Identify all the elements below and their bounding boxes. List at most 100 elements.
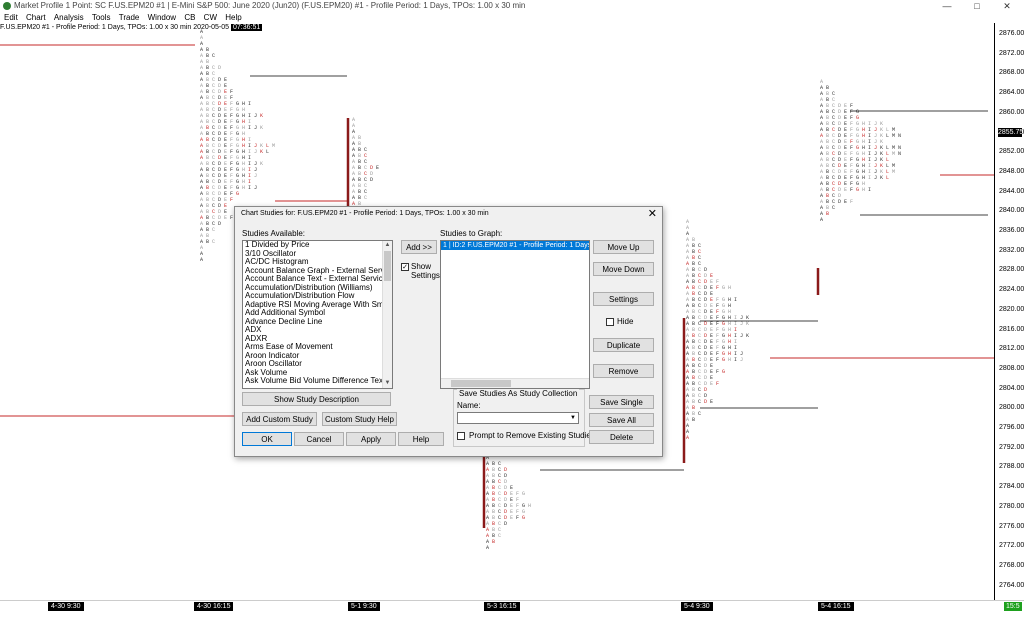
tpo-letter: K: [880, 145, 883, 151]
help-button[interactable]: Help: [398, 432, 444, 446]
apply-button[interactable]: Apply: [346, 432, 396, 446]
tpo-letter: H: [242, 173, 245, 179]
tpo-letter: A: [486, 467, 489, 473]
save-all-button[interactable]: Save All: [589, 413, 654, 427]
study-list-item[interactable]: Account Balance Text - External Service: [245, 274, 388, 283]
studies-to-graph-item-selected[interactable]: 1 | ID:2 F.US.EPM20 #1 - Profile Period:…: [441, 241, 590, 250]
minimize-button[interactable]: —: [942, 1, 952, 11]
tpo-letter: A: [486, 479, 489, 485]
delete-button[interactable]: Delete: [589, 430, 654, 444]
tpo-letter: B: [206, 215, 209, 221]
tpo-letter: B: [692, 405, 695, 411]
study-list-item[interactable]: Adaptive RSI Moving Average With Smoothi…: [245, 299, 392, 309]
tpo-letter: C: [698, 399, 701, 405]
hscroll-thumb[interactable]: [451, 380, 511, 387]
close-window-button[interactable]: ✕: [1003, 1, 1011, 11]
tpo-letter: H: [728, 339, 731, 345]
tpo-letter: F: [716, 333, 719, 339]
tpo-letter: H: [242, 143, 245, 149]
study-list-item[interactable]: Advance Decline Line: [245, 316, 323, 326]
tpo-letter: C: [212, 167, 215, 173]
maximize-button[interactable]: □: [974, 1, 980, 11]
tpo-letter: D: [838, 169, 841, 175]
tpo-letter: K: [880, 169, 883, 175]
tpo-letter: D: [218, 167, 221, 173]
study-list-item[interactable]: Ask Volume: [245, 367, 288, 377]
menu-chart[interactable]: Chart: [26, 13, 46, 22]
studies-to-graph-list[interactable]: 1 | ID:2 F.US.EPM20 #1 - Profile Period:…: [440, 240, 590, 389]
tpo-letter: A: [686, 225, 689, 231]
hide-checkbox[interactable]: [606, 318, 614, 326]
tpo-letter: D: [838, 121, 841, 127]
study-list-item[interactable]: Arms Ease of Movement: [245, 342, 333, 351]
price-axis[interactable]: [994, 23, 1024, 600]
tpo-letter: A: [352, 129, 355, 135]
show-settings-checkbox[interactable]: ✓: [401, 263, 409, 271]
studies-to-graph-hscrollbar[interactable]: [441, 378, 589, 388]
tpo-letter: F: [850, 187, 853, 193]
remove-button[interactable]: Remove: [593, 364, 654, 378]
tpo-letter: C: [832, 127, 835, 133]
move-up-button[interactable]: Move Up: [593, 240, 654, 254]
tpo-letter: C: [212, 143, 215, 149]
tpo-letter: I: [868, 175, 871, 181]
add-custom-study-button[interactable]: Add Custom Study: [242, 412, 317, 426]
study-list-item[interactable]: AC/DC Histogram: [245, 257, 309, 266]
chevron-down-icon[interactable]: ▼: [570, 415, 576, 421]
price-label: 2840.00: [999, 207, 1024, 215]
show-study-description-button[interactable]: Show Study Description: [242, 392, 391, 406]
tpo-letter: H: [862, 145, 865, 151]
tpo-letter: B: [206, 185, 209, 191]
study-list-item[interactable]: Ask Volume Bid Volume Difference Text: [245, 376, 386, 385]
duplicate-button[interactable]: Duplicate: [593, 338, 654, 352]
tpo-letter: B: [206, 83, 209, 89]
collection-name-combobox[interactable]: ▼: [457, 412, 579, 424]
tpo-letter: L: [266, 149, 269, 155]
custom-study-help-button[interactable]: Custom Study Help: [322, 412, 397, 426]
menu-window[interactable]: Window: [147, 13, 177, 22]
tpo-letter: E: [710, 297, 713, 303]
tpo-letter: M: [892, 127, 895, 133]
study-list-item[interactable]: Add Additional Symbol: [245, 308, 326, 317]
tpo-letter: E: [710, 351, 713, 357]
price-label: 2820.00: [999, 305, 1024, 313]
menu-help[interactable]: Help: [225, 13, 242, 22]
study-list-item[interactable]: Accumulation/Distribution (Williams): [245, 282, 373, 292]
study-list-item[interactable]: 3/10 Oscillator: [245, 248, 297, 258]
tpo-letter: B: [206, 239, 209, 245]
move-down-button[interactable]: Move Down: [593, 262, 654, 276]
tpo-letter: E: [710, 273, 713, 279]
menu-tools[interactable]: Tools: [91, 13, 111, 22]
studies-available-scrollbar[interactable]: ▲ ▼: [382, 241, 392, 388]
add-study-button[interactable]: Add >>: [401, 240, 437, 254]
menu-trade[interactable]: Trade: [118, 13, 140, 22]
prompt-remove-checkbox[interactable]: [457, 432, 465, 440]
study-list-item[interactable]: ADX: [245, 325, 262, 334]
scroll-thumb[interactable]: [384, 251, 391, 281]
study-list-item[interactable]: Account Balance Graph - External Service: [245, 265, 393, 275]
study-list-item[interactable]: 1 Divided by Price: [245, 240, 310, 249]
menu-analysis[interactable]: Analysis: [53, 13, 84, 22]
study-list-item[interactable]: Accumulation/Distribution Flow: [245, 291, 355, 300]
menu-cb[interactable]: CB: [184, 13, 196, 22]
ok-button[interactable]: OK: [242, 432, 292, 446]
settings-button[interactable]: Settings: [593, 292, 654, 306]
study-list-item[interactable]: Aroon Oscillator: [245, 359, 302, 368]
cancel-button[interactable]: Cancel: [294, 432, 344, 446]
study-list-item[interactable]: Aroon Indicator: [245, 350, 300, 360]
tpo-letter: C: [364, 165, 367, 171]
tpo-letter: A: [686, 345, 689, 351]
scroll-up-icon[interactable]: ▲: [384, 242, 391, 248]
save-single-button[interactable]: Save Single: [589, 395, 654, 409]
scroll-down-icon[interactable]: ▼: [384, 380, 391, 386]
price-label: 2800.00: [999, 404, 1024, 412]
menu-edit[interactable]: Edit: [4, 13, 18, 22]
tpo-letter: A: [200, 173, 203, 179]
tpo-letter: A: [686, 393, 689, 399]
tpo-letter: D: [704, 309, 707, 315]
menu-cw[interactable]: CW: [203, 13, 217, 22]
dialog-close-icon[interactable]: ✕: [647, 208, 657, 220]
study-list-item[interactable]: ADXR: [245, 333, 268, 343]
